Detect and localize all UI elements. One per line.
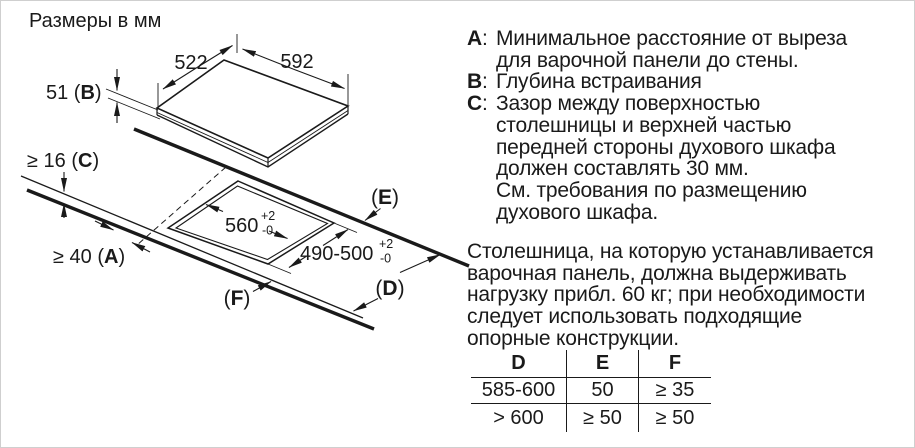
label-f: (F) [224,287,251,310]
dim-a-label: ≥ 40 (A) [53,246,125,268]
table-cell: ≥ 50 [566,404,639,432]
note-line: Столешница, на которую устанавливается [467,240,874,263]
panel-bottom-edge [156,113,349,168]
label-d-group: (D) [353,253,441,312]
dim-560-tol-plus: +2 [261,209,275,223]
note-line: варочная панель, должна выдерживать [467,261,847,285]
def-dimension-table: D E F 585-600 50 ≥ 35 > 600 ≥ 50 ≥ 50 [471,350,711,432]
dim-cutout-depth: 490-500 +2 -0 [267,222,393,274]
dim-b-label: 51 (B) [46,82,102,104]
dim-560-tol-minus: -0 [262,224,273,238]
legend-text: для варочной панели до стены. [496,48,799,72]
dim-c-group: ≥ 16 (C) [27,150,99,218]
page-title: Размеры в мм [29,10,162,32]
dim-cutout-width: 560 +2 -0 [205,203,288,240]
table-cell: ≥ 50 [655,406,695,429]
dim-490-500: 490-500 [300,243,373,265]
installation-diagram: 522 592 51 (B) ≥ 16 (C) [20,34,470,331]
label-f-group: (F) [224,281,272,310]
legend-text: См. требования по размещению [496,178,807,202]
table-header-f: F [639,350,711,378]
legend-text: духового шкафа. [496,200,658,224]
table-header-e: E [566,350,639,378]
note-line: следует использовать подходящие [467,305,802,329]
legend-key-c: C: [467,92,488,116]
legend-text: Зазор между поверхностью [496,92,761,116]
label-e: (E) [371,186,399,209]
panel-dimensions: 522 592 [157,34,349,109]
legend-item-a: A: Минимальное расстояние от выреза для … [467,27,914,72]
dim-592: 592 [280,51,313,73]
wall-line [133,127,470,268]
cooktop-panel [155,59,350,168]
note-line: нагрузку прибл. 60 кг; при необходимости [467,283,866,307]
table-cell: ≥ 35 [639,378,711,404]
dim-b-group: 51 (B) [46,69,161,123]
legend-text: столешницы и верхней частью [496,113,792,137]
legend-text: должен составлять 30 мм. [496,157,749,181]
table-header-d: D [471,350,566,378]
dim-522: 522 [174,52,207,74]
dim-490-500-tol-minus: -0 [380,252,391,266]
legend-item-b: B: Глубина встраивания [467,70,914,94]
legend-text: Минимальное расстояние от выреза [496,27,848,50]
panel-flange-line [156,110,349,164]
note-line: опорные конструкции. [467,326,679,350]
table-cell: 50 [566,378,639,404]
worktop-load-note: Столешница, на которую устанавливается в… [467,240,914,350]
label-e-group: (E) [364,186,399,221]
label-d: (D) [375,277,404,300]
dim-490-500-tol-plus: +2 [379,237,393,251]
dim-a-group: ≥ 40 (A) [53,220,151,268]
legend-key-a: A: [467,27,488,50]
dim-560: 560 [225,215,258,237]
legend-text: передней стороны духового шкафа [496,135,836,159]
legend-item-c: C: Зазор между поверхностью столешницы и… [467,92,914,224]
countertop-front-edge [20,175,375,331]
legend-key-b: B: [467,70,488,94]
legend: A: Минимальное расстояние от выреза для … [467,27,914,224]
dim-c-label: ≥ 16 (C) [27,150,99,172]
table-cell: > 600 [493,406,544,429]
table-cell: 585-600 [471,378,566,404]
legend-text: Глубина встраивания [496,70,702,94]
